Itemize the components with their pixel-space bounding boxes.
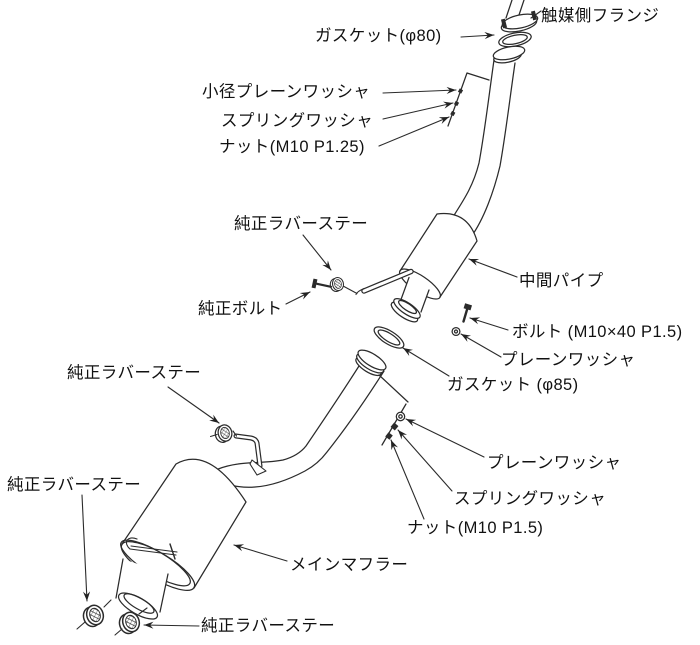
leader-spring-washer-upper — [382, 101, 454, 120]
label-spring-washer-lower: スプリングワッシャ — [454, 490, 607, 508]
bolt-shaft — [462, 307, 469, 323]
face-pin — [169, 543, 176, 560]
label-plain-washer-mid: プレーンワッシャ — [501, 351, 636, 369]
main-muffler-group — [115, 458, 247, 620]
center-muffler — [311, 212, 478, 323]
leader-main-muffler — [233, 544, 288, 562]
rubber-stay-bottom-left — [80, 602, 107, 630]
leader-stay-mid — [302, 234, 332, 271]
label-center-pipe: 中間パイプ — [519, 272, 604, 290]
lower-hanger — [209, 422, 267, 476]
stud-bracket — [447, 72, 490, 127]
leader-plain-washer-lower — [405, 418, 485, 458]
label-oem-rubber-stay-bl: 純正ラバーステー — [7, 476, 142, 494]
label-nut-upper: ナット(M10 P1.25) — [219, 138, 365, 156]
label-oem-rubber-stay-left: 純正ラバーステー — [67, 364, 202, 382]
tailpipe-bore — [123, 593, 155, 614]
label-oem-rubber-stay-mid: 純正ラバーステー — [234, 215, 369, 233]
label-nut-lower: ナット(M10 P1.5) — [407, 519, 544, 537]
stay-pin-bl — [76, 599, 112, 630]
lower-stud-bracket — [378, 374, 409, 403]
label-oem-rubber-stay-bottom: 純正ラバーステー — [201, 617, 336, 635]
label-spring-washer-upper: スプリングワッシャ — [221, 112, 374, 130]
pipe-stub — [505, 0, 525, 19]
label-plain-washer-lower: プレーンワッシャ — [487, 454, 622, 472]
label-main-muffler: メインマフラー — [290, 556, 409, 574]
leader-stay-bottom — [143, 621, 200, 629]
gasket-85-inner — [377, 329, 401, 346]
leader-nut-lower — [390, 439, 425, 520]
pipe-flare — [492, 45, 526, 61]
label-small-plain-washer: 小径プレーンワッシャ — [202, 83, 371, 101]
label-catalyst-flange: 触媒側フランジ — [541, 7, 660, 25]
main-muffler-body — [122, 459, 246, 588]
gasket-80-inner — [502, 34, 528, 45]
hanger-bracket-mid-core — [362, 270, 413, 293]
face-hook — [125, 537, 138, 550]
plain-washer-lower-part — [395, 411, 406, 422]
oem-bolt-shaft — [315, 282, 333, 288]
outlet-flange-bore — [397, 299, 418, 315]
bolt-m10x40-part — [451, 303, 473, 337]
oem-bolt-head — [311, 278, 318, 289]
front-pipe-edges — [450, 59, 516, 238]
spring-washer-part-upper — [453, 100, 460, 107]
tailpipe-edges — [115, 558, 169, 613]
plain-washer-mid-hole — [453, 329, 459, 334]
leader-center-pipe — [468, 258, 518, 278]
leader-plain-washer-mid — [460, 333, 502, 358]
label-oem-bolt: 純正ボルト — [198, 300, 283, 318]
rubber-stay-mid — [328, 275, 346, 294]
main-muffler-outline — [121, 458, 247, 589]
nut-part-upper — [450, 110, 456, 117]
outlet-stub-edges — [400, 276, 430, 313]
hanger-rod-core — [234, 434, 262, 468]
label-gasket-80: ガスケット(φ80) — [315, 27, 442, 45]
lower-flare — [357, 349, 387, 371]
plain-washer-mid-part — [451, 326, 461, 337]
center-muffler-outline — [399, 212, 478, 298]
leader-oem-bolt — [285, 291, 311, 305]
leader-gasket-85 — [402, 347, 450, 377]
center-muffler-body — [400, 213, 477, 297]
lower-stud-assembly — [378, 374, 409, 446]
hanger-bracket-hook — [355, 287, 365, 296]
bottom-stays — [76, 599, 148, 637]
label-bolt-m10x40: ボルト (M10×40 P1.5) — [512, 323, 683, 341]
leader-bolt-m10x40 — [469, 317, 509, 331]
spring-washer-lower-part — [390, 422, 399, 431]
hanger-foot — [249, 459, 267, 476]
plain-washer-lower-hole — [398, 414, 403, 419]
leader-small-plain-washer — [382, 86, 457, 94]
leader-nut-upper — [378, 116, 450, 147]
rubber-stay-left — [213, 422, 235, 445]
face-rod — [129, 545, 178, 556]
bolt-head — [463, 303, 473, 311]
lower-pipe — [202, 349, 387, 497]
lower-pipe-upper-edge — [202, 365, 360, 479]
front-pipe-assembly — [447, 0, 539, 238]
leader-catalyst-flange — [530, 10, 542, 19]
leader-spring-washer-lower — [397, 429, 453, 492]
nut-lower-part — [385, 432, 393, 440]
stay-pin-mid — [343, 285, 358, 295]
leader-stay-bottom-left — [81, 494, 91, 602]
stay-pin-bottom — [114, 607, 148, 636]
leader-gasket-80 — [460, 31, 495, 40]
leader-lines — [81, 10, 542, 629]
small-plain-washer-part — [457, 88, 464, 94]
label-gasket-85: ガスケット (φ85) — [447, 376, 579, 394]
flange-bolt-left — [500, 18, 508, 29]
leader-stay-left — [167, 386, 220, 424]
gasket-85 — [373, 326, 405, 349]
